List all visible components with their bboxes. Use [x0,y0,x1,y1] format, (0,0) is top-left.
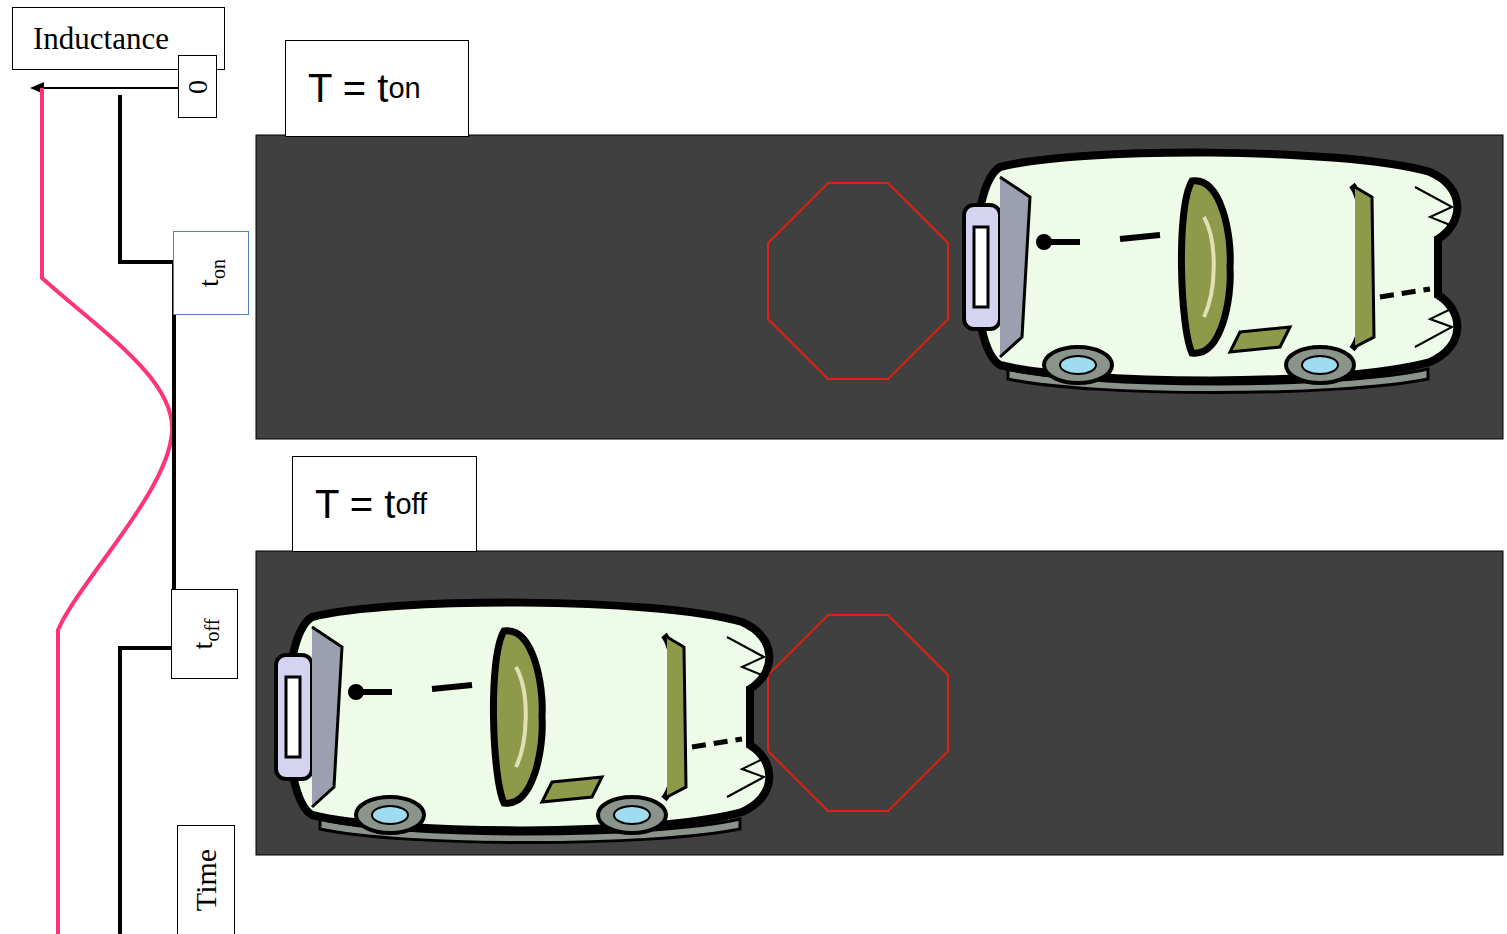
label-box: toff [171,589,238,679]
detector-signal [120,95,174,934]
rotated-label: Time [189,848,223,910]
subscript-text: off [200,619,222,642]
label-text: Inductance [33,21,169,57]
label-text: T = t [308,66,388,111]
subscript-text: off [395,488,427,521]
axis-line [42,87,180,89]
label-text: 0 [182,80,213,94]
road [256,135,1503,439]
label-box: T = toff [292,456,477,552]
label-box: ton [173,231,249,315]
label-text: t [193,279,224,287]
car [276,603,769,843]
rotated-label: toff [186,619,223,650]
label-box: T = ton [285,40,469,137]
inductance-curve [42,88,172,934]
rotated-label: 0 [182,80,214,94]
label-box: 0 [178,55,217,118]
loop-detector [768,615,948,811]
rotated-label: ton [193,259,230,287]
label-text: Time [189,848,222,910]
subscript-text: on [388,72,420,105]
label-box: Time [177,825,235,934]
loop-detector [768,183,948,379]
label-text: T = t [315,482,395,527]
label-text: t [186,642,217,650]
car [964,153,1457,393]
road [256,551,1503,855]
subscript-text: on [207,259,229,279]
